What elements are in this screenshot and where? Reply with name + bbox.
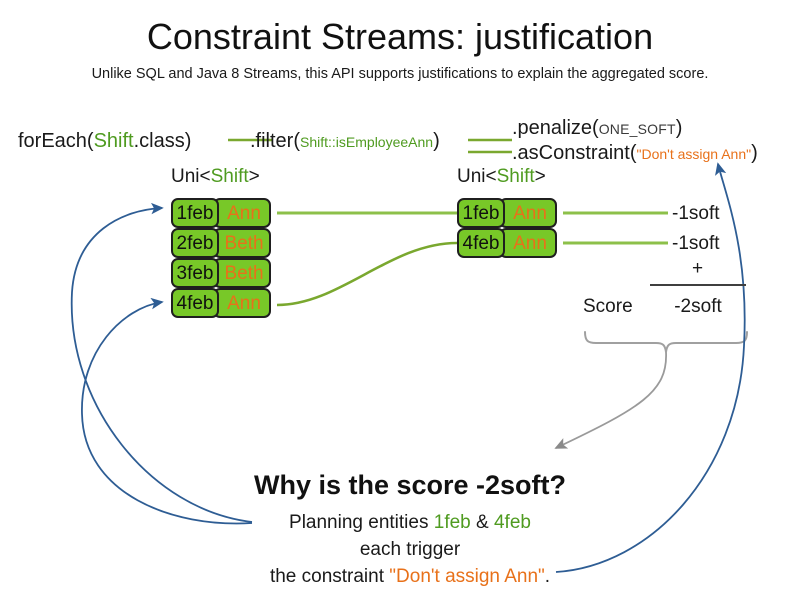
stream-label-right-suffix: > bbox=[534, 166, 546, 187]
impact-value-1: -1soft bbox=[672, 203, 720, 224]
stream-label-left-prefix: Uni< bbox=[171, 166, 211, 187]
code-penalize: .penalize(ONE_SOFT) bbox=[512, 117, 682, 140]
stream-label-left: Uni<Shift> bbox=[171, 166, 260, 188]
fact-date: 1feb bbox=[457, 198, 505, 228]
fact-date: 1feb bbox=[171, 198, 219, 228]
code-foreach: forEach(Shift.class) bbox=[18, 130, 191, 153]
fact-list-left: 1feb Ann 2feb Beth 3feb Beth 4feb Ann bbox=[171, 198, 271, 318]
fact-employee: Ann bbox=[499, 228, 557, 258]
page-title: Constraint Streams: justification bbox=[146, 16, 654, 57]
fact-date: 2feb bbox=[171, 228, 219, 258]
fact-date: 4feb bbox=[457, 228, 505, 258]
explanation-line1-amp: & bbox=[470, 512, 494, 533]
fact-employee: Beth bbox=[213, 228, 271, 258]
fact-list-right: 1feb Ann 4feb Ann bbox=[457, 198, 557, 258]
explanation-heading: Why is the score -2soft? bbox=[253, 470, 567, 500]
explanation-line-1: Planning entities 1feb & 4feb bbox=[210, 512, 610, 534]
explanation-entity-a: 1feb bbox=[433, 512, 471, 533]
fact-employee: Ann bbox=[213, 198, 271, 228]
table-row[interactable]: 4feb Ann bbox=[171, 288, 271, 318]
code-filter-call: .filter( bbox=[250, 130, 300, 152]
stream-label-right-type: Shift bbox=[496, 166, 535, 187]
explanation-line3-prefix: the constraint bbox=[269, 566, 390, 587]
code-foreach-tail: .class) bbox=[133, 130, 192, 152]
code-foreach-call: forEach( bbox=[18, 130, 94, 152]
code-asconstraint-call: .asConstraint( bbox=[512, 142, 637, 164]
fact-date: 4feb bbox=[171, 288, 219, 318]
code-filter-arg: Shift::isEmployeeAnn bbox=[300, 134, 434, 150]
page-subtitle: Unlike SQL and Java 8 Streams, this API … bbox=[91, 66, 709, 82]
fact-date: 3feb bbox=[171, 258, 219, 288]
explanation-line3-suffix: . bbox=[544, 566, 551, 587]
score-label: Score bbox=[583, 296, 633, 317]
code-penalize-tail: ) bbox=[675, 117, 683, 139]
impact-value-2: -1soft bbox=[672, 233, 720, 254]
table-row[interactable]: 2feb Beth bbox=[171, 228, 271, 258]
score-total: -2soft bbox=[674, 296, 722, 317]
fact-employee: Ann bbox=[499, 198, 557, 228]
explanation-line-3: the constraint "Don't assign Ann". bbox=[210, 566, 610, 588]
stream-label-right-prefix: Uni< bbox=[457, 166, 497, 187]
code-foreach-type: Shift bbox=[93, 130, 134, 152]
explanation-line-2: each trigger bbox=[359, 539, 461, 560]
explanation-constraint-name: "Don't assign Ann" bbox=[389, 566, 545, 587]
code-asconstraint-tail: ) bbox=[751, 142, 758, 164]
justification-arrow-constraint bbox=[555, 162, 746, 573]
code-filter: .filter(Shift::isEmployeeAnn) bbox=[250, 130, 440, 153]
code-asconstraint: .asConstraint("Don't assign Ann") bbox=[512, 142, 758, 165]
stream-label-right: Uni<Shift> bbox=[457, 166, 546, 188]
explanation-line1-prefix: Planning entities bbox=[289, 512, 434, 533]
table-row[interactable]: 1feb Ann bbox=[171, 198, 271, 228]
flow-line-4feb bbox=[276, 241, 458, 307]
code-penalize-call: .penalize( bbox=[512, 117, 599, 139]
table-row[interactable]: 3feb Beth bbox=[171, 258, 271, 288]
fact-employee: Ann bbox=[213, 288, 271, 318]
table-row[interactable]: 1feb Ann bbox=[457, 198, 557, 228]
stream-label-left-suffix: > bbox=[248, 166, 260, 187]
stream-label-left-type: Shift bbox=[210, 166, 249, 187]
explanation-entity-b: 4feb bbox=[493, 512, 531, 533]
sum-rule bbox=[650, 284, 746, 286]
code-asconstraint-arg: "Don't assign Ann" bbox=[636, 146, 752, 162]
explanation-arrow bbox=[554, 351, 667, 449]
fact-employee: Beth bbox=[213, 258, 271, 288]
code-penalize-arg: ONE_SOFT bbox=[598, 121, 676, 137]
score-brace bbox=[584, 331, 748, 353]
sum-operator: + bbox=[691, 258, 704, 279]
code-filter-tail: ) bbox=[433, 130, 440, 152]
table-row[interactable]: 4feb Ann bbox=[457, 228, 557, 258]
